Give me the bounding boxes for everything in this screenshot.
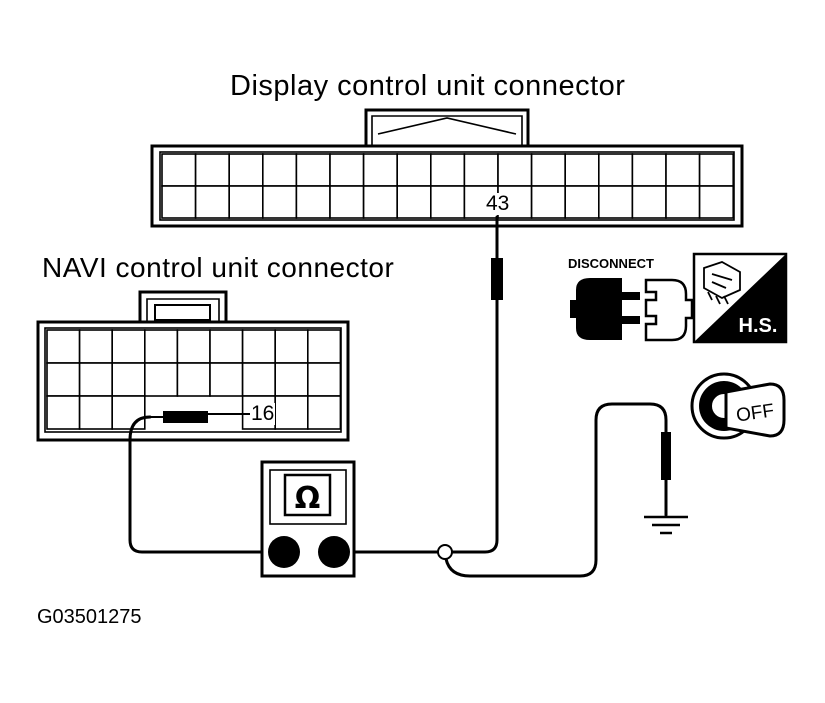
ignition-off-icon: OFF	[690, 372, 786, 440]
terminal-cell	[111, 395, 146, 430]
terminal-cell	[295, 185, 331, 219]
terminal-cell	[631, 153, 667, 187]
terminal-cell	[78, 362, 113, 397]
probe-display	[491, 258, 503, 300]
terminal-cell	[274, 395, 309, 430]
terminal-cell	[161, 153, 197, 187]
terminal-cell	[209, 329, 244, 364]
terminal-cell	[306, 362, 342, 397]
terminal-cell	[228, 185, 264, 219]
terminal-cell	[274, 362, 309, 397]
terminal-cell	[261, 185, 298, 219]
pin-label-16: 16	[250, 402, 276, 425]
terminal-cell	[144, 362, 179, 397]
terminal-cell	[176, 329, 211, 364]
terminal-cell	[396, 153, 432, 187]
svg-text:H.S.: H.S.	[739, 315, 778, 337]
display-connector-title: Display control unit connector	[230, 70, 626, 102]
terminal-cell	[46, 362, 81, 397]
meter-terminal-right	[318, 536, 350, 568]
display-connector	[150, 108, 744, 228]
terminal-cell	[564, 153, 600, 187]
pin-label-43: 43	[485, 192, 511, 215]
terminal-cell	[46, 329, 81, 364]
navi-connector-title: NAVI control unit connector	[42, 252, 395, 283]
terminal-cell	[78, 329, 113, 364]
probe-navi	[163, 411, 208, 423]
terminal-cell	[144, 329, 179, 364]
terminal-cell	[176, 362, 211, 397]
terminal-cell	[241, 329, 277, 364]
terminal-cell	[597, 185, 634, 219]
terminal-cell	[194, 153, 231, 187]
terminal-cell	[698, 153, 734, 187]
ohm-symbol-icon: Ω	[295, 481, 321, 516]
terminal-cell	[597, 153, 634, 187]
terminal-cell	[362, 185, 399, 219]
terminal-cell	[261, 153, 298, 187]
terminal-cell	[429, 153, 466, 187]
terminal-cell	[396, 185, 432, 219]
figure-code: G03501275	[37, 606, 142, 628]
meter-terminal-left	[268, 536, 300, 568]
terminal-cell	[631, 185, 667, 219]
svg-text:OFF: OFF	[735, 400, 776, 426]
terminal-cell	[111, 362, 146, 397]
terminal-cell	[111, 329, 146, 364]
terminal-cell	[463, 153, 499, 187]
wiring	[128, 215, 671, 578]
terminal-cell	[161, 185, 197, 219]
terminal-cell	[698, 185, 734, 219]
harness-side-icon: H.S.	[692, 252, 788, 344]
terminal-cell	[306, 329, 342, 364]
wire-junction	[437, 544, 453, 560]
terminal-cell	[209, 362, 244, 397]
terminal-cell	[530, 185, 566, 219]
terminal-cell	[306, 395, 342, 430]
terminal-cell	[46, 395, 81, 430]
disconnect-icon: DISCONNECT	[568, 256, 694, 342]
terminal-cell	[78, 395, 113, 430]
terminal-cell	[228, 153, 264, 187]
terminal-cell	[241, 362, 277, 397]
terminal-cell	[564, 185, 600, 219]
terminal-cell	[329, 153, 365, 187]
terminal-cell	[295, 153, 331, 187]
terminal-cell	[429, 185, 466, 219]
probe-ground	[661, 432, 671, 480]
svg-text:DISCONNECT: DISCONNECT	[568, 256, 654, 271]
ohmmeter: Ω	[260, 460, 356, 578]
terminal-cell	[274, 329, 309, 364]
ground-icon	[644, 515, 688, 535]
terminal-cell	[194, 185, 231, 219]
terminal-cell	[329, 185, 365, 219]
terminal-cell	[665, 153, 701, 187]
terminal-cell	[362, 153, 399, 187]
terminal-cell	[665, 185, 701, 219]
terminal-cell	[497, 153, 533, 187]
terminal-cell	[530, 153, 566, 187]
